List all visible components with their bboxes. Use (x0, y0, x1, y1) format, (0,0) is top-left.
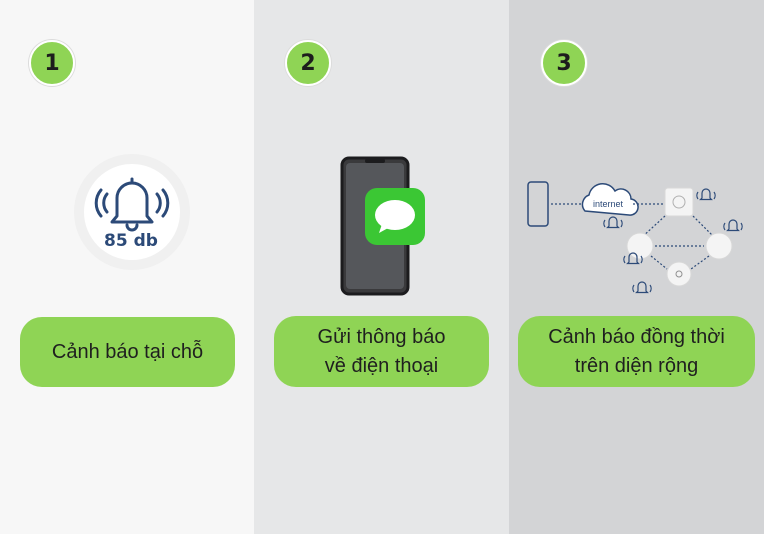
step-1-panel: 1 85 db Cảnh báo tại chỗ (0, 0, 254, 534)
step-1-number: 1 (29, 40, 75, 86)
step-3-number: 3 (541, 40, 587, 86)
alarm-device-icon (666, 261, 692, 287)
phone-icon (527, 181, 549, 227)
step-1-label: Cảnh báo tại chỗ (20, 317, 235, 387)
network-diagram: internet (527, 181, 743, 294)
step-3-label-line-2: trên diện rộng (574, 354, 699, 377)
step-2-label: Gửi thông báo về điện thoại (274, 316, 489, 387)
alarm-device-icon (705, 232, 733, 260)
step-2-label-line-2: về điện thoại (324, 354, 439, 377)
step-2-number: 2 (285, 40, 331, 86)
internet-label: internet (593, 199, 624, 209)
step-2-label-line-1: Gửi thông báo (317, 325, 446, 348)
step-3-panel: 3 internet Cảnh báo đồng thời trên diệ (509, 0, 764, 534)
alarm-device-icon (626, 232, 654, 260)
message-bubble-icon (365, 188, 425, 245)
alarm-device-icon (664, 187, 694, 217)
step-3-label-line-1: Cảnh báo đồng thời (548, 325, 725, 348)
cloud-icon (581, 183, 639, 216)
sound-level-text: 85 db (104, 231, 158, 251)
step-3-label: Cảnh báo đồng thời trên diện rộng (518, 316, 755, 387)
alarm-bell-icon (74, 154, 190, 270)
step-1-label-line: Cảnh báo tại chỗ (51, 340, 204, 363)
step-2-panel: 2 Gửi thông báo về điện thoại (254, 0, 509, 534)
